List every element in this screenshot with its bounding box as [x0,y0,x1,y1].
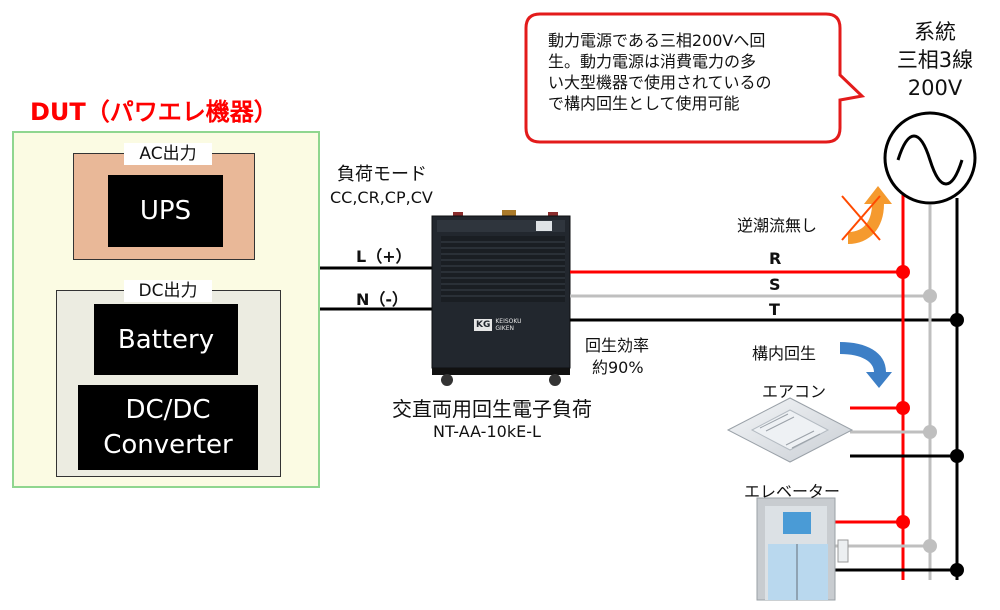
phase-s-label: S [769,275,781,294]
callout-line1: 動力電源である三相200Vへ回 [548,31,766,50]
elevator-label: エレベーター [744,482,841,501]
in-plant-regen-label: 構内回生 [752,344,817,363]
brand-logo-mark: KG [474,319,493,331]
phase-r-label: R [769,249,782,268]
ac-source-icon [883,111,977,205]
ups-block: UPS [108,175,223,247]
ac-output-label: AC出力 [124,143,212,165]
battery-block: Battery [94,304,238,375]
speech-bubble [524,12,866,144]
brand-line1: KEISOKU [495,318,522,325]
dc-output-label: DC出力 [124,280,212,302]
dcdc-line2: Converter [103,429,233,460]
grid-title: 系統 三相3線 200V [880,18,990,102]
junction-dots [896,265,964,577]
callout-line2: 生。動力電源は消費電力の多 [548,52,757,71]
no-reverse-flow-icon [841,186,892,244]
electronic-load-unit [431,210,571,386]
grid-title-line2: 三相3線 [896,48,974,72]
grid-title-line1: 系統 [914,20,956,44]
dcdc-line1: DC/DC [125,394,211,425]
callout-line4: で構内回生として使用可能 [548,94,740,113]
load-model-number: NT-AA-10kE-L [433,422,541,441]
efficiency-value: 約90% [592,358,644,377]
load-mode-list: CC,CR,CP,CV [330,188,433,207]
brand-line2: GIKEN [495,325,515,332]
dcdc-converter-block: DC/DC Converter [78,385,258,470]
dut-title: DUT（パワエレ機器） [30,98,278,126]
aircon-unit-icon [726,397,854,463]
terminal-n-label: N（-） [356,290,409,309]
elevator-icon [756,497,849,601]
efficiency-label: 回生効率 [585,336,650,355]
phase-t-label: T [769,300,780,319]
aircon-label: エアコン [762,382,827,401]
no-reverse-flow-label: 逆潮流無し [737,216,818,235]
callout-text: 動力電源である三相200Vへ回 生。動力電源は消費電力の多 い大型機器で使用され… [548,30,828,114]
brand-logo: KG KEISOKU GIKEN [474,318,522,332]
load-product-name: 交直両用回生電子負荷 [392,397,592,421]
grid-title-line3: 200V [907,76,963,100]
callout-line3: い大型機器で使用されているの [548,73,772,92]
in-plant-regen-arrow [840,342,892,388]
load-mode-title: 負荷モード [337,164,427,185]
terminal-l-label: L（+） [356,247,412,266]
